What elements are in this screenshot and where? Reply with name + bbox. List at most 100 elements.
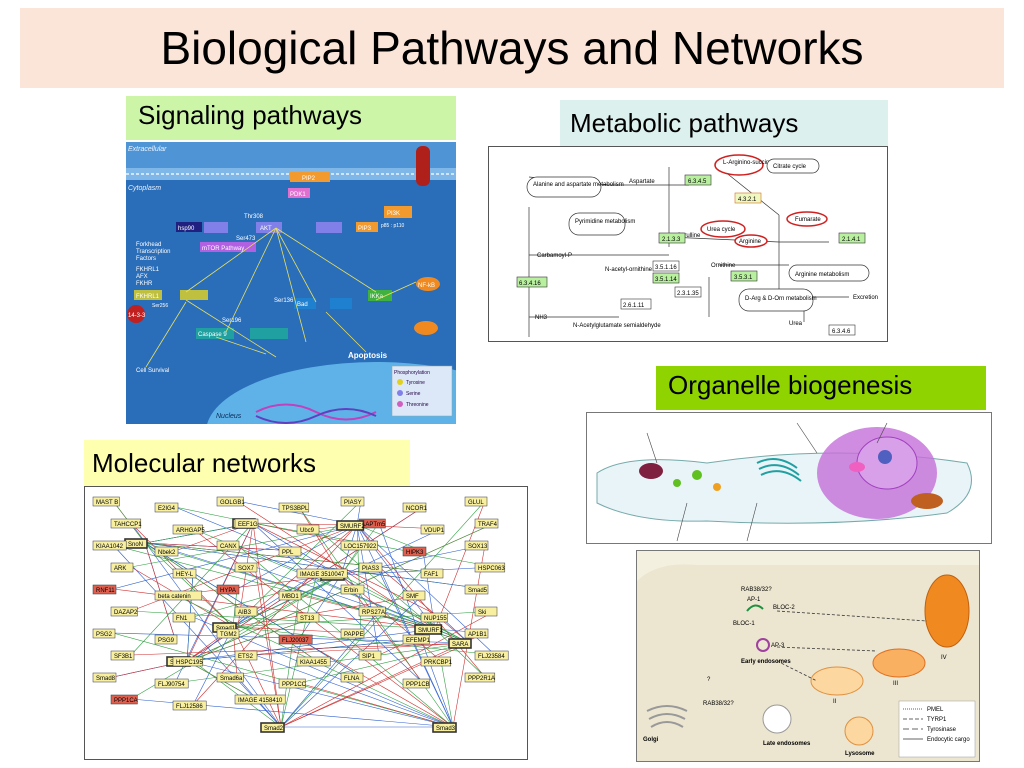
ikka-node: IKKa xyxy=(370,294,384,300)
network-node: PSG9 xyxy=(154,634,178,645)
thr308-text: Thr308 xyxy=(244,214,264,220)
network-edge xyxy=(192,574,342,618)
signaling-pathway-diagram: Extracellular Cytoplasm Nucleus PIP2 PI3… xyxy=(126,142,456,424)
ser473-text: Ser473 xyxy=(236,236,256,242)
akt-node: AKT xyxy=(260,226,272,232)
extracellular-text: Extracellular xyxy=(128,146,167,153)
network-node-label: SOX7 xyxy=(238,566,255,572)
p85-node: p85 : p110 xyxy=(381,223,404,229)
met-node-21: 6.3.4.16 xyxy=(519,281,541,287)
met-node-2: 6.3.4.5 xyxy=(688,179,707,185)
met-node-14: N-acetyl-ornithine xyxy=(605,267,653,273)
legend-title: Phosphorylation xyxy=(394,370,430,376)
network-node-label: PIAS3 xyxy=(362,566,380,572)
network-node-label: TAHCCP1 xyxy=(114,522,142,528)
network-node-label: FAF1 xyxy=(424,572,439,578)
network-node-label: LOC157922 xyxy=(344,544,377,550)
network-node-label: MAST B xyxy=(96,500,118,506)
network-edge xyxy=(434,628,486,678)
mtor-node: mTOR Pathway xyxy=(202,246,244,252)
met-node-25: NH3 xyxy=(535,315,548,321)
network-node: SMF xyxy=(402,590,426,601)
met-node-13: Carbamoyl-P xyxy=(537,253,572,259)
bloc1-text: BLOC-1 xyxy=(733,621,755,627)
network-node-label: FLJ12586 xyxy=(176,704,203,710)
caspase9-node: Caspase 9 xyxy=(198,332,227,338)
met-node-26: N-Acetylglutamate semialdehyde xyxy=(573,323,661,329)
met-node-19: 3.5.3.1 xyxy=(734,275,753,281)
network-node: FLJ12586 xyxy=(172,700,207,711)
network-edge xyxy=(232,626,496,656)
met-node-4: Citrate cycle xyxy=(773,164,807,170)
page-title: Biological Pathways and Networks xyxy=(160,22,864,74)
network-edge xyxy=(254,566,436,630)
network-node: FLJ20037 xyxy=(278,634,313,645)
network-node: KIAA1455 xyxy=(296,656,331,667)
network-edge xyxy=(232,626,362,634)
nucleus-text: Nucleus xyxy=(216,413,242,420)
network-edge xyxy=(316,528,436,630)
network-node-label: ARK xyxy=(114,566,126,572)
network-edge xyxy=(232,594,424,628)
network-edge xyxy=(252,522,282,728)
early-endosomes-text: Early endosomes xyxy=(741,659,791,665)
met-node-1: Aspartate xyxy=(629,179,655,185)
network-node-label: TRAF4 xyxy=(478,522,498,528)
network-node: PSG2 xyxy=(92,628,116,639)
network-node: SOX7 xyxy=(234,562,258,573)
network-node-label: Ubc9 xyxy=(300,528,315,534)
network-node: RNF11 xyxy=(92,584,117,595)
stage-iii-text: III xyxy=(893,681,898,687)
metabolic-pathway-diagram: Alanine and aspartate metabolism Asparta… xyxy=(488,146,888,342)
network-node-label: EEF1G xyxy=(238,522,258,528)
network-node: TRAF4 xyxy=(474,518,499,529)
molecular-label: Molecular networks xyxy=(84,440,410,486)
network-node: ARHGAP5 xyxy=(172,524,205,535)
network-node-label: NUP155 xyxy=(424,616,447,622)
network-edge xyxy=(232,626,282,728)
network-node: MAST B xyxy=(92,496,120,507)
network-node: PIASY xyxy=(340,496,365,507)
met-node-20: Arginine metabolism xyxy=(795,272,849,278)
ap1-text: AP-1 xyxy=(747,597,761,603)
network-node-label: PPL xyxy=(282,550,294,556)
organelle-label: Organelle biogenesis xyxy=(656,366,986,410)
network-node-label: PPP1CA xyxy=(114,698,138,704)
network-node: Smad2 xyxy=(260,722,285,733)
network-edge xyxy=(356,524,454,728)
network-node-label: LAPTm5 xyxy=(362,522,386,528)
network-node: FAF1 xyxy=(420,568,444,579)
network-node-label: PAPPE xyxy=(344,632,364,638)
legend-tyrp1: TYRP1 xyxy=(927,717,947,723)
network-node-label: PPP2R1A xyxy=(468,676,495,682)
network-node: E2IG4 xyxy=(154,502,179,513)
network-edge xyxy=(186,638,424,662)
network-node: LOC157922 xyxy=(340,540,378,551)
network-node-label: RPS27A xyxy=(362,610,385,616)
network-node: TGM2 xyxy=(216,628,240,639)
network-node: FLJ23584 xyxy=(474,650,509,661)
molecular-network-diagram: MAST BE2IG4GOLGB1TPS3BPLPIASYNCOR1GLULSN… xyxy=(84,486,528,760)
rab38-bottom-text: RAB38/32? xyxy=(703,701,734,707)
network-edge xyxy=(280,594,300,728)
network-node-label: Smad3 xyxy=(436,726,456,732)
network-edge xyxy=(174,506,342,576)
network-edge xyxy=(232,574,342,628)
network-node: TAHCCP1 xyxy=(110,518,142,529)
lysosome-text: Lysosome xyxy=(845,751,875,757)
network-node: KIAA1042 xyxy=(92,540,127,551)
network-node-label: Erbin xyxy=(344,588,358,594)
legend-tyrosine: Tyrosine xyxy=(406,380,425,386)
network-node: FLNA xyxy=(340,672,364,683)
network-node-label: beta catenin xyxy=(158,594,191,600)
network-node: FLJ90754 xyxy=(154,678,189,689)
network-node: SARA xyxy=(448,638,472,649)
network-node-label: IMAGE 3510047 xyxy=(300,572,345,578)
network-node-label: E2IG4 xyxy=(158,506,176,512)
network-node-label: SMF xyxy=(406,594,419,600)
melanosome-biogenesis-diagram: Golgi RAB38/32? AP-1 BLOC-2 BLOC-1 AP-3 … xyxy=(636,550,980,762)
foxo-text-4: AFX xyxy=(136,274,148,280)
network-node-label: PRKCBP1 xyxy=(424,660,453,666)
network-node: PPL xyxy=(278,546,302,557)
network-edge xyxy=(298,682,454,728)
